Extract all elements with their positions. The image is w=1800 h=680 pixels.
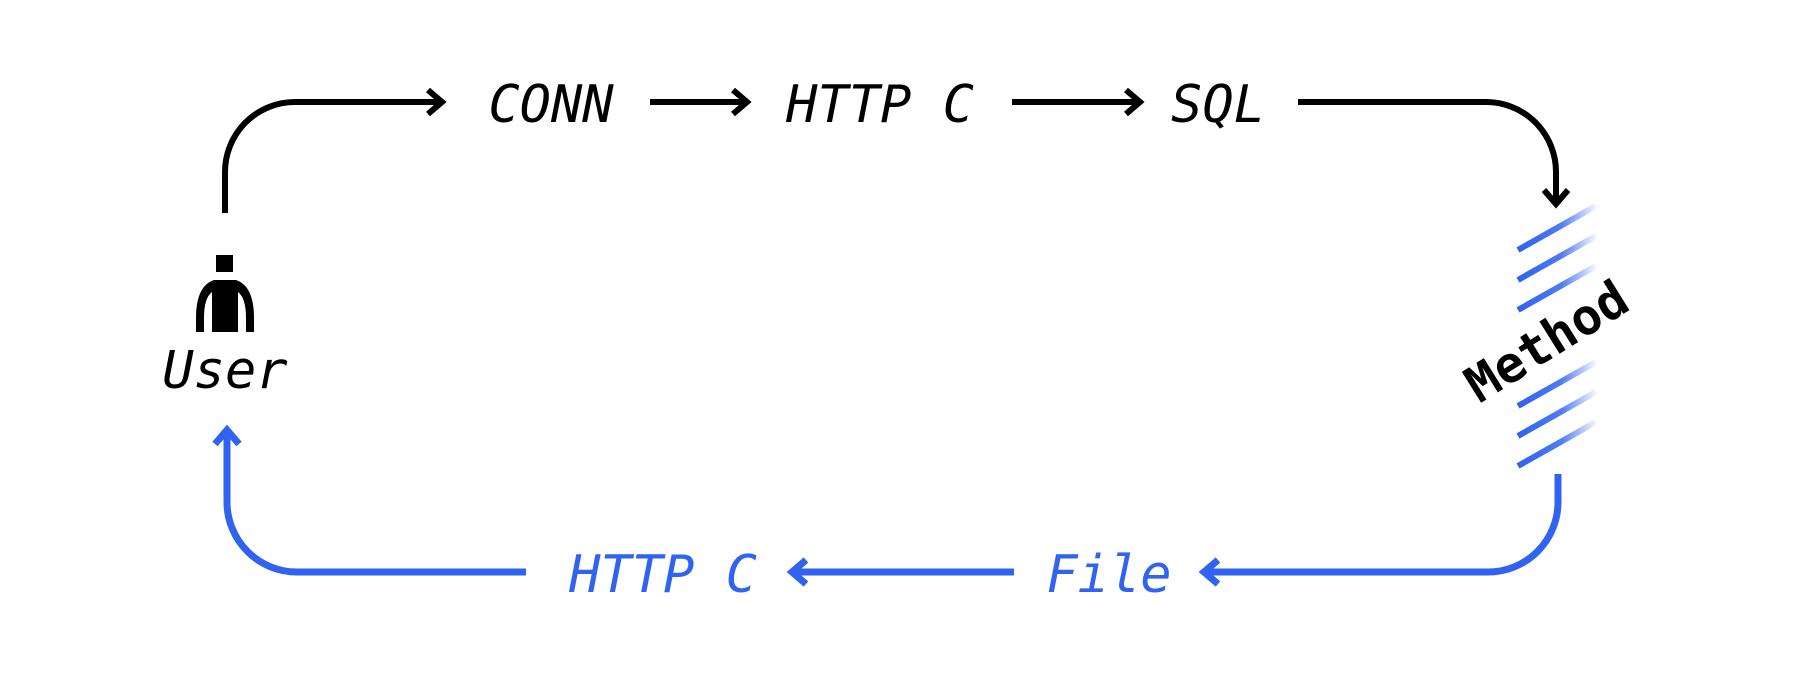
arrowhead [212,424,242,447]
user-icon [196,255,254,332]
arrowhead [1541,188,1571,209]
response-step-http: HTTP C [568,545,757,605]
request-step-http: HTTP C [785,75,974,135]
request-connector-user-conn [222,99,440,213]
response-connector-method-file [1206,474,1562,576]
arrowhead [1198,557,1221,587]
request-connector-sql-method [1298,99,1559,202]
response-step-file: File [1046,545,1171,605]
request-path [222,87,1571,213]
response-path [212,424,1562,587]
arrowhead [731,87,752,117]
response-connector-http-user [223,432,526,576]
arrowhead [786,557,809,587]
request-step-conn: CONN [488,75,614,135]
arrowhead [1124,87,1145,117]
request-step-sql: SQL [1171,75,1265,135]
arrowhead [426,87,447,117]
method-hatch-icon [1516,203,1598,469]
user-label: User [162,341,287,401]
